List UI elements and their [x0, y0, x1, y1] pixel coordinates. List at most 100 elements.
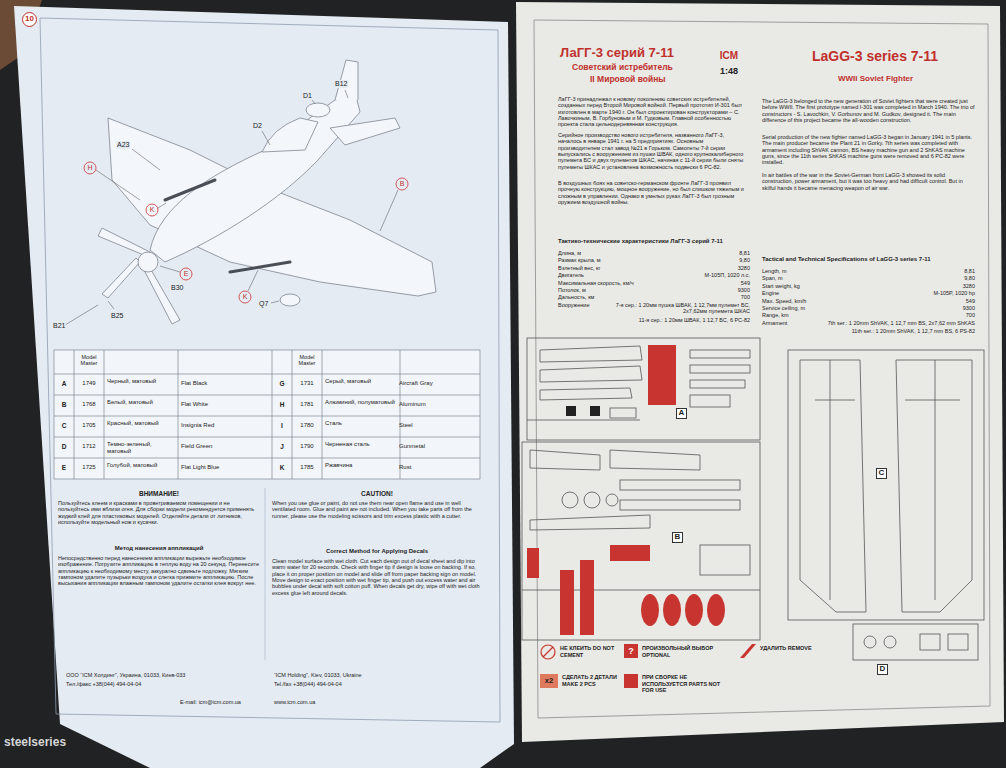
label-text: C	[54, 422, 74, 429]
label-text: Range, km	[762, 312, 882, 318]
label-text: ?	[628, 646, 634, 656]
leader-line	[65, 90, 398, 325]
label-text: Tel./fax +38(044) 494-04-04	[274, 681, 474, 687]
label-text: Серийное производство нового истребителя…	[558, 132, 746, 170]
label-text: Взлетный вес, кг	[558, 265, 678, 271]
label-text: Correct Method for Applying Decals	[272, 548, 482, 555]
label-text: 1785	[292, 464, 322, 471]
sprue-letter: C	[876, 468, 887, 479]
page-border	[534, 20, 990, 718]
label-text: Красный, матовый	[107, 420, 177, 427]
label-text: Start weight, kg	[762, 283, 882, 289]
label-text: K	[243, 293, 248, 301]
step-number: 10	[22, 12, 37, 27]
label-text: Максимальная скорость, км/ч	[558, 280, 678, 286]
sprue-letter: B	[672, 532, 683, 543]
label-text: 1768	[74, 401, 104, 408]
label-text: Rust	[399, 464, 477, 471]
label-text: A	[54, 380, 74, 387]
node-text: C	[879, 469, 885, 478]
sprue-part	[590, 406, 600, 416]
label-text: II Мировой войны	[590, 75, 710, 85]
node-text: D	[880, 665, 886, 674]
legend-text: ПРИ СБОРКЕ НЕ ИСПОЛЬЗУЕТСЯ PARTS NOT FOR…	[642, 674, 730, 694]
label-text: 700	[690, 294, 750, 300]
sprue-frame	[522, 442, 760, 640]
label-text: 549	[900, 298, 975, 304]
label-text: www.icm.com.ua	[274, 699, 374, 705]
label-text: ЛаГГ-3 принадлежал к новому поколению со…	[558, 96, 746, 128]
rocket-rail	[165, 180, 290, 272]
label-text: CAUTION!	[272, 490, 482, 497]
label-text: ВНИМАНИЕ!	[58, 490, 260, 497]
label-text: B21	[52, 322, 66, 330]
label-text: J	[272, 443, 292, 450]
label-text: Max. Speed, km/h	[762, 298, 882, 304]
label-text: Черненая сталь	[325, 441, 395, 448]
label-text: 3280	[690, 265, 750, 271]
label-text: Сталь	[325, 420, 395, 427]
label-text: H	[87, 164, 92, 172]
label-text: Метод нанесения аппликаций	[58, 545, 260, 552]
label-text: 9,80	[690, 257, 750, 263]
label-text: 1790	[292, 443, 322, 450]
sprue-letter: D	[877, 664, 888, 675]
label-text: D	[54, 443, 74, 450]
label-text: 7-я сер.: 1 20мм пушка ШВАК, 1 12,7мм пу…	[600, 302, 750, 315]
label-text: 549	[690, 280, 750, 286]
label-text: “ICM Holding”, Kiev, 01033, Ukraine	[274, 672, 474, 678]
sprue-letter: A	[676, 408, 687, 419]
label-text: D1	[302, 92, 313, 100]
label-text: Aluminum	[399, 401, 477, 408]
label-text: Serial production of the new fighter nam…	[762, 134, 977, 166]
label-text: The LaGG-3 belonged to the new generatio…	[762, 98, 977, 123]
sprue-frame	[788, 350, 984, 620]
label-text: Model Master	[292, 354, 322, 367]
label-text: 9300	[900, 305, 975, 311]
label-text: Ржавчина	[325, 462, 395, 469]
label-text: ЛаГГ-3 серий 7-11	[560, 46, 710, 61]
node-text: A	[679, 409, 685, 418]
label-text: Gunmetal	[399, 443, 477, 450]
label-text: ICM	[712, 50, 746, 62]
label-text: WWII Soviet Fighter	[838, 74, 968, 83]
label-text: B	[400, 180, 405, 188]
label-text: М-105П, 1020 л.с.	[690, 272, 750, 278]
label-text: Service ceiling, m	[762, 305, 882, 311]
right-page	[516, 2, 1004, 742]
label-text: Armament	[762, 320, 812, 326]
label-text: ООО “ICM Холдинг”, Украина, 01033, Киев-…	[66, 672, 256, 678]
callout-circle	[84, 162, 408, 303]
label-text: H	[272, 401, 292, 408]
label-text: 11-я сер.: 1 20мм ШВАК, 1 12,7 БС, 6 РС-…	[600, 317, 750, 323]
label-text: Потолок, м	[558, 287, 678, 293]
label-text: K	[150, 206, 155, 214]
label-text: B12	[334, 80, 348, 88]
node-text: 10	[25, 15, 34, 24]
label-text: В воздушных боях на советско-германском …	[558, 180, 746, 205]
label-text: Insignia Red	[181, 422, 259, 429]
label-text: G	[272, 380, 292, 387]
label-text: Q7	[258, 300, 269, 308]
sprue-frame	[853, 624, 978, 660]
label-text: Вооружение	[558, 302, 608, 308]
legend-text: УДАЛИТЬ REMOVE	[760, 645, 822, 652]
label-text: 8,81	[690, 250, 750, 256]
label-text: Тактико-технические характеристики ЛаГГ-…	[558, 238, 750, 245]
node-text: B	[675, 533, 681, 542]
label-text: 1780	[292, 422, 322, 429]
label-text: D2	[252, 122, 263, 130]
label-text: 1:48	[712, 66, 746, 76]
legend-text: СДЕЛАТЬ 2 ДЕТАЛИ MAKE 2 PCS	[562, 674, 620, 687]
label-text: I	[272, 422, 292, 429]
label-text: 1712	[74, 443, 104, 450]
label-text: B30	[170, 284, 184, 292]
label-text: Двигатель	[558, 272, 678, 278]
label-text: 7th ser.: 1 20mm ShVAK, 1 12,7 mm BS, 2x…	[790, 320, 975, 326]
label-text: 1749	[74, 380, 104, 387]
column-rule	[265, 488, 266, 660]
label-text: Flat Light Blue	[181, 464, 259, 471]
label-text: 8,81	[900, 268, 975, 274]
label-text: x2	[545, 677, 553, 686]
